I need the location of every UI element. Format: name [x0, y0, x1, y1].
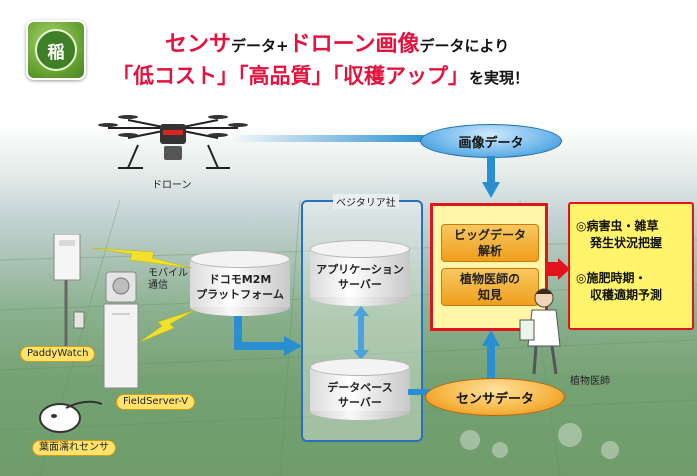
- result-1-line-1: ◎病害虫・雑草: [576, 219, 659, 233]
- rice-badge-label: 稲: [35, 29, 77, 71]
- headline-drone-image: ドローン画像: [288, 32, 420, 57]
- mobile-label-2: 通信: [148, 280, 168, 291]
- plant-doctor-label: 植物医師: [570, 376, 610, 387]
- headline-data-plus: データ+: [231, 37, 289, 55]
- headline-benefits: 「低コスト」「高品質」「収穫アップ」: [112, 64, 469, 88]
- mobile-label-1: モバイル: [148, 268, 188, 279]
- headline-line-2: 「低コスト」「高品質」「収穫アップ」を実現！: [112, 60, 529, 90]
- application-server: アプリケーションサーバー: [310, 240, 410, 306]
- image-data-node: 画像データ: [420, 124, 562, 158]
- db-server-label-2: サーバー: [338, 396, 382, 409]
- bigdata-analysis-box: ビッグデータ解析: [441, 224, 539, 262]
- app-db-sync-arrow: [353, 306, 369, 360]
- platform-to-db-arrow: [234, 316, 302, 356]
- sensor-data-up-arrow: [482, 330, 500, 384]
- doctor-label-1: 植物医師の: [459, 272, 520, 286]
- leaf-sensor-label: 葉面濡れセンサ: [32, 440, 116, 456]
- result-2-line-1: ◎施肥時期・: [576, 271, 647, 285]
- drone-label: ドローン: [152, 180, 192, 191]
- plant-doctor-icon: [519, 288, 561, 375]
- drone-icon: [98, 115, 248, 169]
- sensor-data-label: センサデータ: [455, 391, 534, 407]
- drone-to-image-arrow: [230, 135, 430, 142]
- results-box: ◎病害虫・雑草 発生状況把握 ◎施肥時期・ 収穫適期予測: [568, 202, 694, 330]
- db-server-label-1: データベース: [327, 381, 393, 394]
- bigdata-label-1: ビッグデータ: [453, 228, 526, 242]
- paddywatch-label: PaddyWatch: [20, 346, 96, 362]
- app-server-label-2: サーバー: [338, 278, 382, 291]
- result-2-line-2: 収穫適期予測: [590, 288, 663, 302]
- fieldserver-device-icon: [103, 271, 139, 389]
- fieldserver-label: FieldServer-V: [116, 394, 196, 410]
- docomo-label-1: ドコモM2M: [208, 273, 272, 286]
- database-server: データベースサーバー: [310, 358, 410, 420]
- headline-line-1: センサデータ+ドローン画像データにより: [165, 26, 509, 58]
- paddywatch-device-icon: [53, 234, 85, 346]
- analysis-to-results-arrow: [546, 258, 570, 280]
- wireless-signal-icon: [92, 247, 193, 269]
- docomo-label-2: プラットフォーム: [196, 288, 284, 301]
- image-data-down-arrow: [482, 156, 500, 198]
- plant-doctor-knowledge-box: 植物医師の知見: [441, 268, 539, 306]
- rice-badge: 稲: [26, 20, 86, 80]
- bigdata-label-2: 解析: [477, 244, 502, 258]
- headline-sensor: センサ: [165, 32, 232, 57]
- image-data-label: 画像データ: [458, 135, 524, 151]
- db-to-sensor-link: [408, 389, 438, 395]
- app-server-label-1: アプリケーション: [316, 263, 404, 276]
- wireless-signal-icon-2: [140, 310, 196, 343]
- leaf-sensor-icon: [39, 400, 103, 433]
- mobile-comm-label: モバイル通信: [148, 268, 188, 292]
- headline-data-rest: データにより: [419, 37, 510, 55]
- vegitalia-label: ベジタリア社: [333, 194, 399, 209]
- headline-realize: を実現！: [469, 69, 530, 87]
- sensor-data-node: センサデータ: [425, 378, 565, 416]
- result-1-line-2: 発生状況把握: [590, 236, 663, 250]
- docomo-platform: ドコモM2M プラットフォーム: [190, 250, 290, 316]
- doctor-label-2: 知見: [477, 288, 502, 302]
